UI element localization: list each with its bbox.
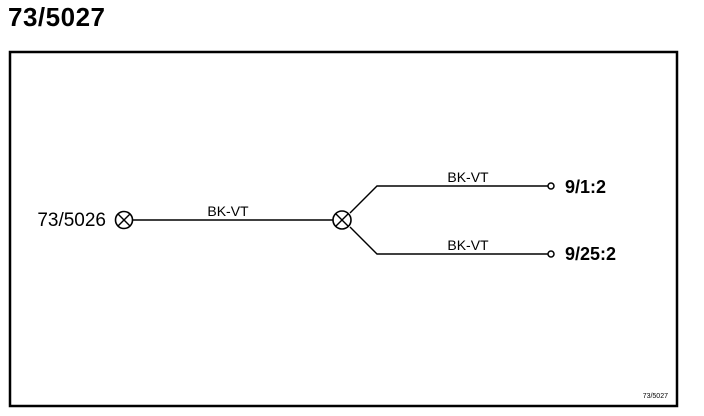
terminal-pin-2 xyxy=(547,250,555,258)
branch-destination-1: 9/1:2 xyxy=(565,177,606,197)
source-connector-label: 73/5026 xyxy=(37,210,106,231)
main-wire-label: BK-VT xyxy=(207,203,249,219)
source-connector-icon xyxy=(114,210,134,230)
branch-wire-2 xyxy=(349,226,548,255)
branch-destination-2: 9/25:2 xyxy=(565,244,616,264)
branch-wire-1 xyxy=(349,185,548,214)
diagram-frame xyxy=(8,50,679,408)
diagram-id-label: 73/5027 xyxy=(643,393,668,400)
terminal-pin-1 xyxy=(547,182,555,190)
page-title: 73/5027 xyxy=(8,2,106,32)
branch-wire-label-2: BK-VT xyxy=(447,237,489,253)
branch-wire-label-1: BK-VT xyxy=(447,169,489,185)
splice-icon xyxy=(332,210,352,230)
